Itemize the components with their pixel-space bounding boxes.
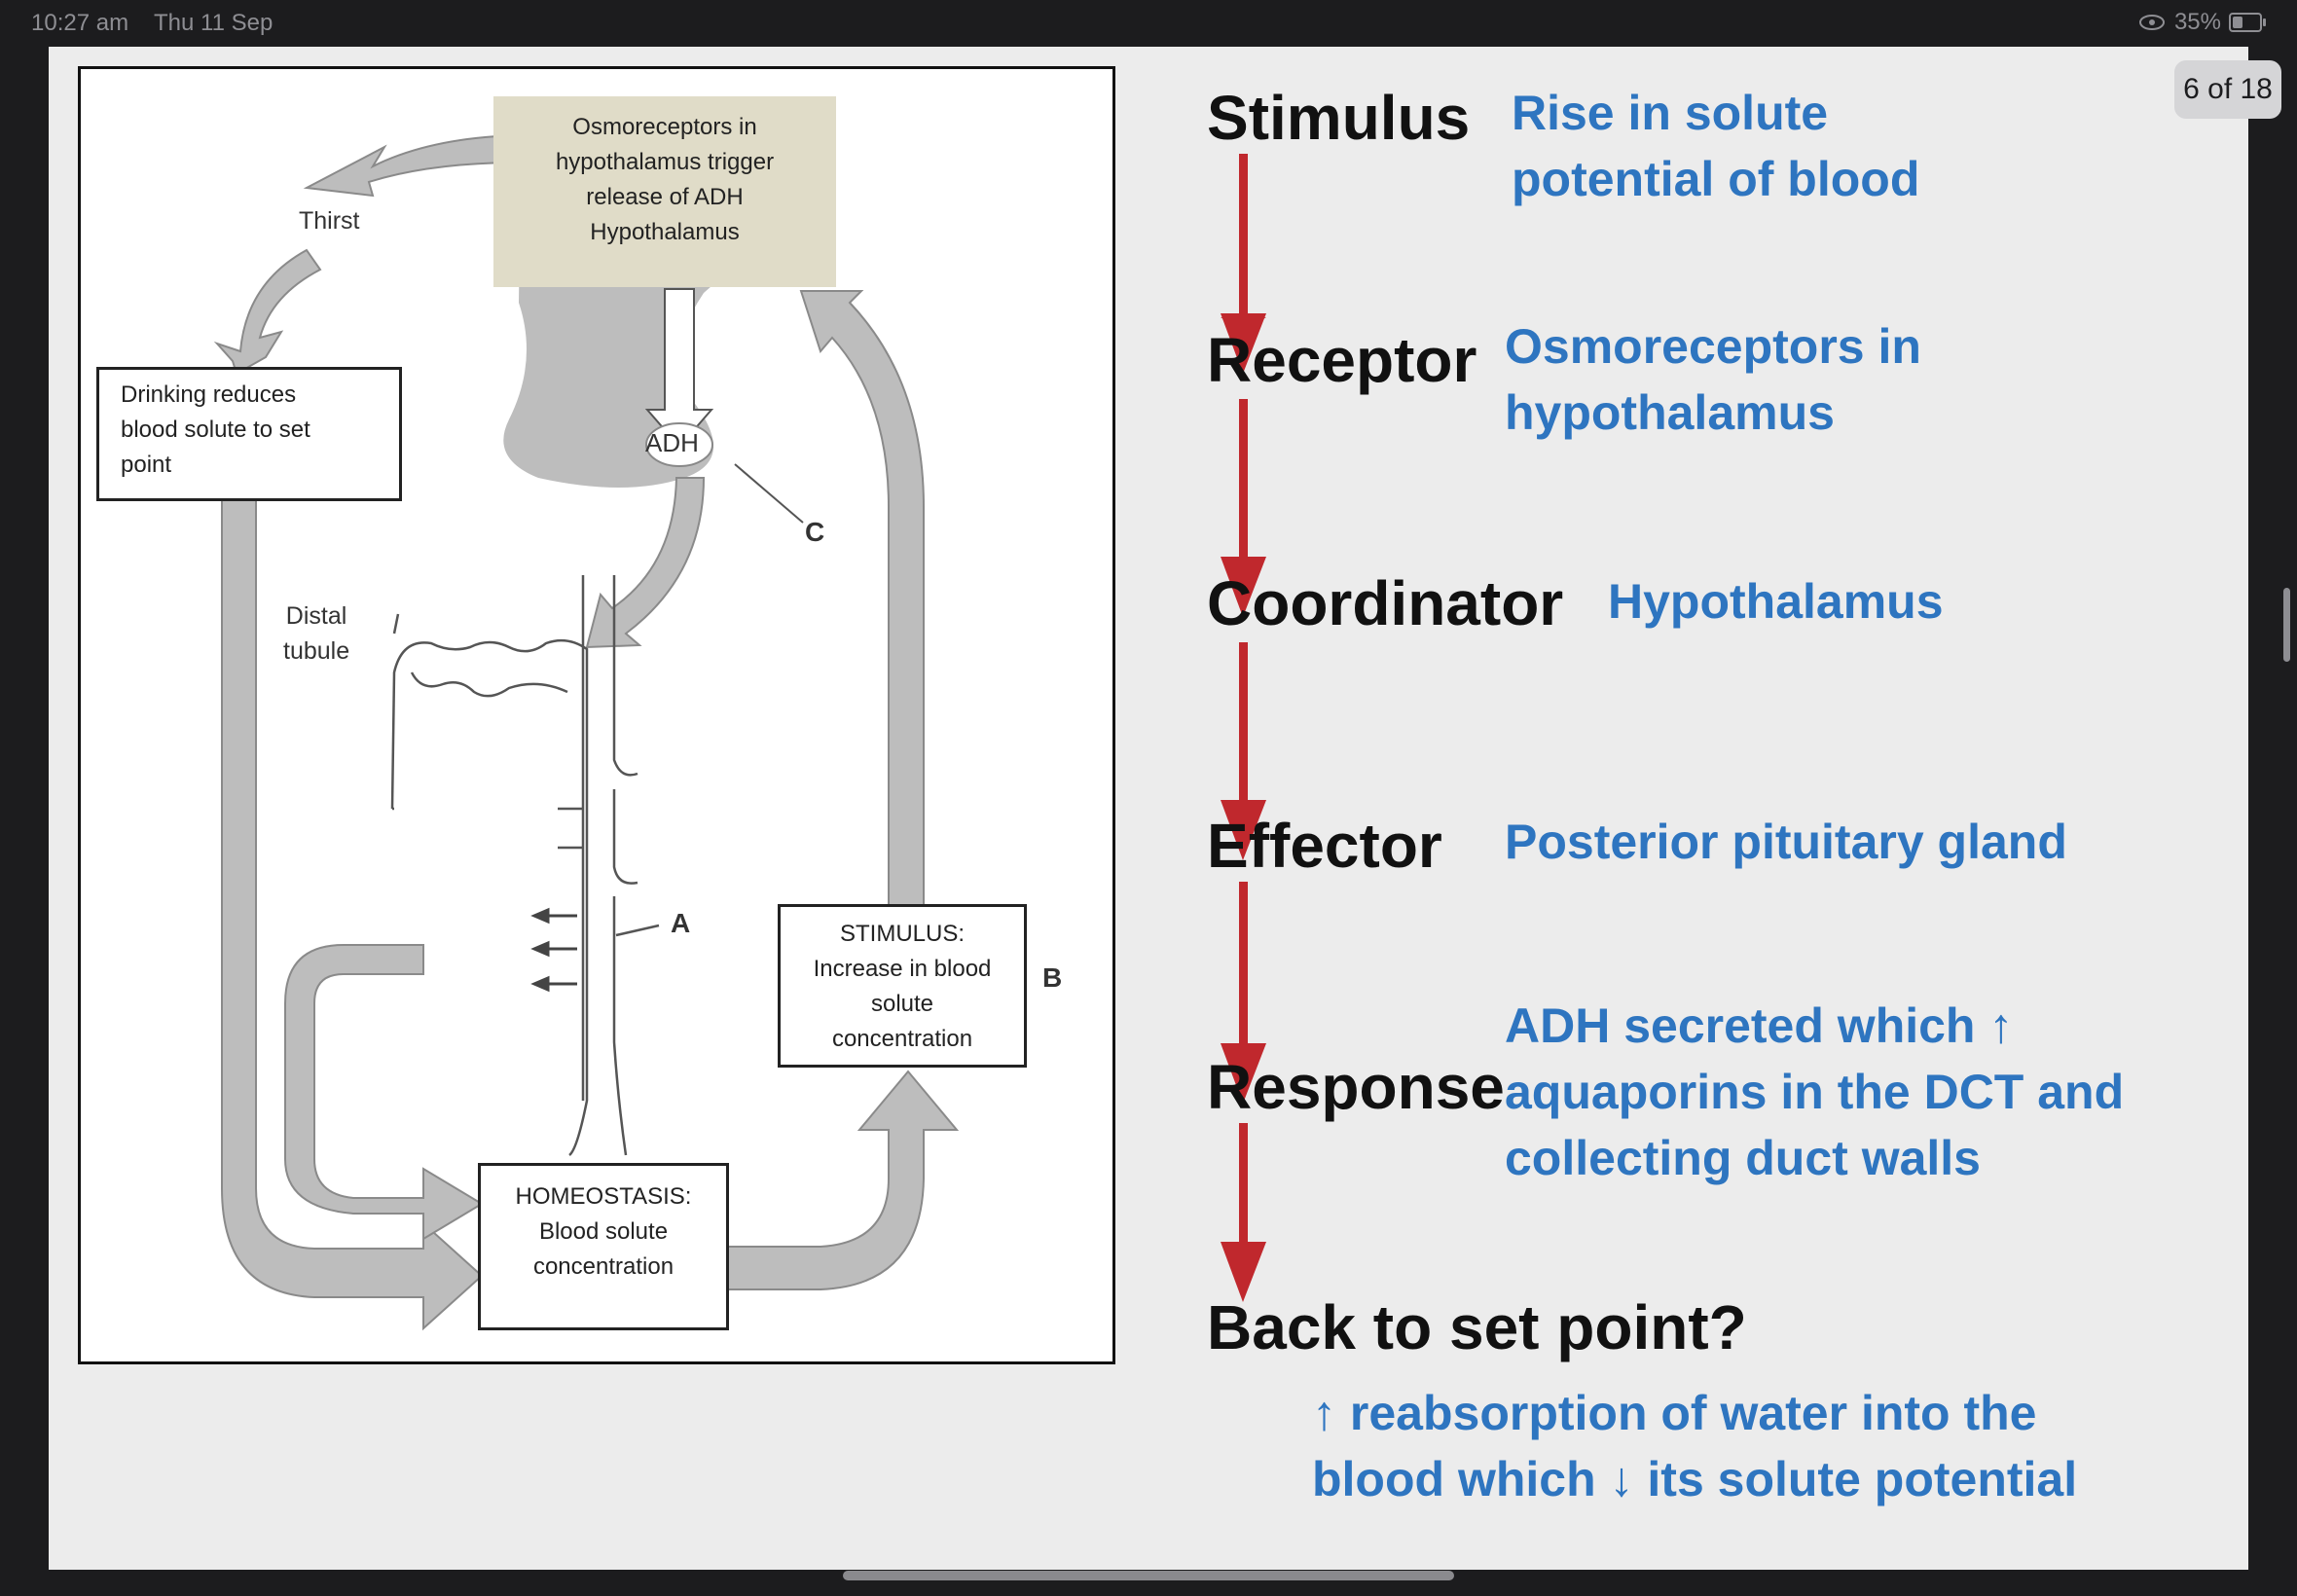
flow-arrows [1221, 154, 1266, 1302]
drinking-line-2: blood solute to set [121, 417, 310, 443]
stimulus-box-line-1: STIMULUS: [839, 921, 965, 947]
status-time: 10:27 am [31, 10, 129, 36]
effector-term: Effector [1207, 811, 1442, 881]
stimulus-term: Stimulus [1207, 83, 1471, 153]
stimulus-desc: Rise in solute potential of blood [1512, 80, 1919, 212]
receptor-desc-line-2: hypothalamus [1505, 385, 1835, 440]
response-term: Response [1207, 1052, 1505, 1122]
osmoregulation-diagram: Osmoreceptors in hypothalamus trigger re… [78, 66, 1115, 1364]
effector-desc-line-1: Posterior pituitary gland [1505, 815, 2067, 869]
response-desc-line-2: aquaporins in the DCT and [1505, 1065, 2125, 1119]
response-desc-line-3: collecting duct walls [1505, 1131, 1981, 1185]
homeostasis-line-1: HOMEOSTASIS: [515, 1183, 692, 1210]
drinking-box: Drinking reduces blood solute to set poi… [96, 367, 402, 501]
status-bar: 10:27 am Thu 11 Sep 35% [0, 0, 2297, 47]
drinking-line-3: point [121, 452, 172, 478]
label-c: C [805, 517, 825, 547]
receptor-desc-line-1: Osmoreceptors in [1505, 319, 1921, 374]
adh-label: ADH [645, 428, 699, 457]
response-desc: ADH secreted which ↑ aquaporins in the D… [1505, 993, 2124, 1191]
effector-desc: Posterior pituitary gland [1505, 809, 2067, 875]
coordinator-desc-line-1: Hypothalamus [1608, 574, 1944, 629]
distal-line-1: Distal [285, 602, 347, 630]
back-desc-line-2: blood which ↓ its solute potential [1312, 1452, 2078, 1506]
status-right: 35% [2137, 9, 2266, 36]
homeostasis-box: HOMEOSTASIS: Blood solute concentration [478, 1163, 729, 1330]
page-indicator: 6 of 18 [2174, 60, 2281, 119]
stimulus-box-line-3: solute [870, 991, 934, 1017]
label-b: B [1042, 962, 1063, 993]
battery-percent: 35% [2173, 9, 2221, 35]
distal-line-2: tubule [283, 637, 350, 665]
home-indicator[interactable] [843, 1571, 1454, 1580]
coordinator-desc: Hypothalamus [1608, 568, 1944, 635]
response-desc-line-1: ADH secreted which ↑ [1505, 998, 2014, 1053]
label-a: A [671, 908, 691, 938]
stimulus-desc-line-2: potential of blood [1512, 152, 1920, 206]
coordinator-term: Coordinator [1207, 568, 1564, 638]
back-to-set-point-desc: ↑ reabsorption of water into the blood w… [1312, 1380, 2077, 1512]
stimulus-box-line-4: concentration [831, 1026, 973, 1052]
osmoreceptor-line-1: Osmoreceptors in [572, 114, 757, 140]
homeostasis-line-2: Blood solute [538, 1218, 669, 1245]
battery-icon [2229, 13, 2266, 32]
distal-tubule-label: Distal tubule [283, 598, 349, 669]
back-desc-line-1: ↑ reabsorption of water into the [1312, 1386, 2037, 1440]
receptor-term: Receptor [1207, 325, 1477, 395]
drinking-line-1: Drinking reduces [121, 381, 297, 408]
receptor-desc: Osmoreceptors in hypothalamus [1505, 313, 1921, 446]
osmoreceptor-line-4: Hypothalamus [590, 219, 740, 245]
osmoreceptor-line-2: hypothalamus trigger [555, 149, 775, 175]
status-date: Thu 11 Sep [154, 10, 273, 36]
focus-icon [2138, 15, 2165, 30]
stimulus-box: STIMULUS: Increase in blood solute conce… [778, 904, 1027, 1068]
stimulus-box-line-2: Increase in blood [813, 956, 992, 982]
osmoreceptor-line-3: release of ADH [586, 184, 744, 210]
stimulus-desc-line-1: Rise in solute [1512, 86, 1829, 140]
thirst-label: Thirst [299, 207, 360, 235]
vertical-scrollbar[interactable] [2283, 588, 2290, 662]
homeostasis-line-3: concentration [532, 1253, 675, 1280]
back-to-set-point-term: Back to set point? [1207, 1292, 1747, 1362]
osmoreceptor-box: Osmoreceptors in hypothalamus trigger re… [493, 96, 836, 287]
